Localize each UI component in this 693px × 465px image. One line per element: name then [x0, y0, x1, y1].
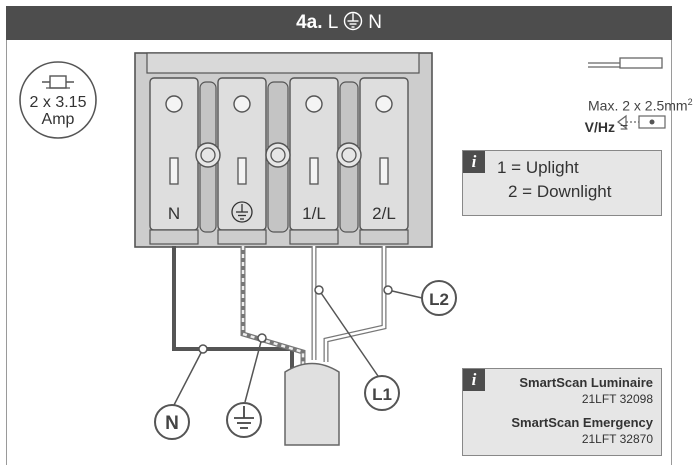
product-code-luminaire: 21LFT 32098: [581, 392, 653, 406]
driver-icon: [617, 114, 666, 130]
cable-icon: [588, 57, 663, 69]
info-box-functions: i 1 = Uplight 2 = Downlight: [462, 150, 662, 216]
voltage-equals: =: [620, 119, 629, 135]
wire-max-superscript: 2: [687, 97, 693, 107]
terminal-label-n: N: [168, 204, 180, 223]
product-name-emergency: SmartScan Emergency: [511, 415, 653, 430]
info-function-2: 2 = Downlight: [508, 182, 612, 201]
info-icon: i: [463, 369, 485, 391]
info-icon: i: [463, 151, 485, 173]
terminal-label-2l: 2/L: [372, 204, 396, 223]
voltage-label: V/Hz: [584, 119, 615, 135]
callout-n: N: [165, 413, 179, 434]
fuse-symbol: 2 x 3.15 Amp: [19, 61, 97, 139]
header-step: 4a.: [296, 12, 323, 33]
wire-callouts: N L1 L2: [154, 280, 457, 440]
wire-max-spec: Max. 2 x 2.5mm2: [588, 97, 693, 114]
terminal-label-1l: 1/L: [302, 204, 326, 223]
header-neutral: N: [368, 12, 382, 33]
product-name-luminaire: SmartScan Luminaire: [519, 375, 653, 390]
info-box-products: i SmartScan Luminaire 21LFT 32098 SmartS…: [462, 368, 662, 456]
earth-ground-icon: [231, 201, 253, 223]
earth-ground-icon: [226, 402, 262, 438]
product-code-emergency: 21LFT 32870: [581, 432, 653, 446]
voltage-spec: V/Hz: [575, 119, 615, 135]
page-header: 4a. L N: [6, 6, 672, 40]
callout-l1: L1: [372, 385, 392, 404]
header-live: L: [327, 12, 338, 33]
callout-l2: L2: [429, 290, 449, 309]
diagram-frame: [6, 6, 672, 465]
fuse-unit: Amp: [42, 111, 75, 128]
info-function-1: 1 = Uplight: [497, 158, 579, 177]
earth-ground-icon: [343, 11, 363, 31]
wiring-diagram: 2 x 3.15 Amp: [19, 52, 666, 446]
wires: [172, 246, 387, 446]
terminal-block: N 1/L 2/L: [134, 52, 433, 248]
wire-max-text: Max. 2 x 2.5mm: [588, 97, 688, 114]
fuse-rating: 2 x 3.15: [30, 94, 87, 111]
